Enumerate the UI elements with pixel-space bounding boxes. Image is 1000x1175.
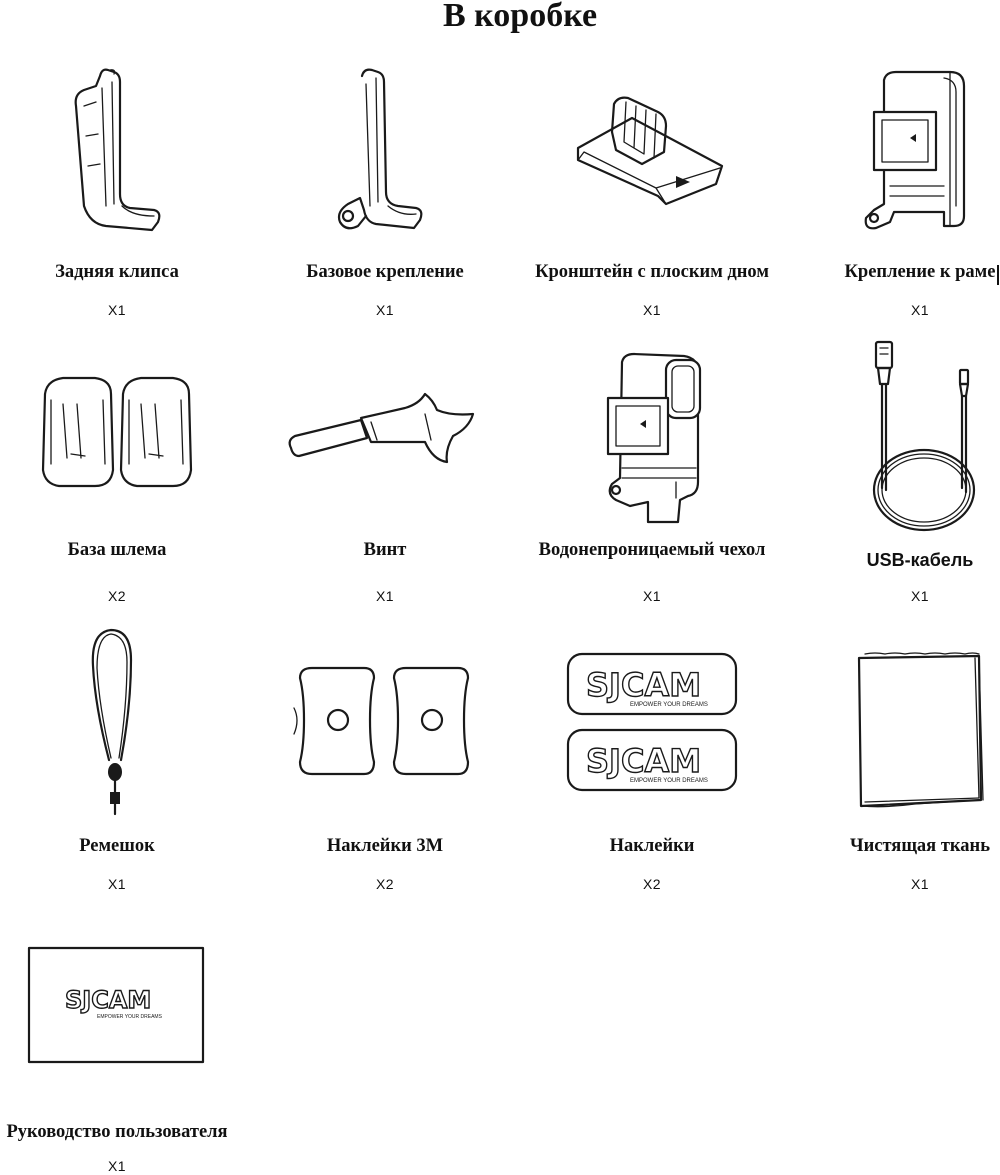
item-cleaning-cloth: Чистящая ткань X1	[785, 622, 1000, 892]
item-qty: X1	[107, 1158, 127, 1174]
back-clip-icon	[62, 66, 172, 236]
item-label: Наклейки 3M	[326, 836, 444, 856]
item-qty: X1	[910, 588, 930, 604]
item-flat-bracket: Кронштейн с плоским дном X1	[517, 62, 787, 322]
item-qty: X2	[375, 876, 395, 892]
item-label: Базовое крепление	[306, 262, 464, 282]
item-qty: X2	[107, 588, 127, 604]
manual-tagline: EMPOWER YOUR DREAMS	[97, 1014, 163, 1020]
item-qty: X1	[107, 302, 127, 318]
sticker-3m-icon	[290, 664, 480, 778]
screw-icon	[285, 390, 485, 470]
item-helmet-base: База шлема X2	[0, 350, 252, 610]
item-qty: X1	[642, 302, 662, 318]
item-label: Крепление к раме	[844, 262, 996, 282]
item-user-manual: SJCAM EMPOWER YOUR DREAMS Руководство по…	[0, 942, 252, 1174]
sticker-logo: SJCAM	[586, 666, 701, 704]
item-label: Кронштейн с плоским дном	[535, 262, 769, 282]
page-title: В коробке	[442, 0, 598, 34]
lanyard-icon	[87, 626, 147, 816]
item-qty: X1	[642, 588, 662, 604]
item-label: Водонепроницаемый чехол	[538, 540, 766, 560]
cleaning-cloth-icon	[855, 650, 985, 810]
item-qty: X1	[107, 876, 127, 892]
item-waterproof-case: Водонепроницаемый чехол X1	[517, 350, 787, 610]
user-manual-icon: SJCAM EMPOWER YOUR DREAMS	[27, 946, 207, 1066]
manual-logo: SJCAM	[65, 986, 151, 1014]
item-label: Чистящая ткань	[850, 836, 990, 856]
text-cursor	[997, 265, 999, 285]
item-qty: X1	[375, 302, 395, 318]
item-back-clip: Задняя клипса X1	[0, 62, 252, 322]
item-frame-mount: Крепление к раме X1	[785, 62, 1000, 322]
item-3m-stickers: Наклейки 3M X2	[250, 622, 520, 892]
item-stickers: SJCAM EMPOWER YOUR DREAMS SJCAM EMPOWER …	[517, 622, 787, 892]
item-qty: X2	[642, 876, 662, 892]
item-label: Винт	[363, 540, 407, 560]
waterproof-case-icon	[592, 352, 712, 524]
sticker-logo: SJCAM	[586, 742, 701, 780]
item-lanyard: Ремешок X1	[0, 622, 252, 892]
item-label: Задняя клипса	[55, 262, 179, 282]
frame-mount-icon	[860, 66, 980, 238]
item-qty: X1	[910, 302, 930, 318]
item-label: Руководство пользователя	[6, 1122, 228, 1142]
item-label: База шлема	[67, 540, 167, 560]
sticker-tagline: EMPOWER YOUR DREAMS	[630, 778, 708, 784]
item-base-mount: Базовое крепление X1	[250, 62, 520, 322]
item-label: Наклейки	[609, 836, 695, 856]
base-mount-icon	[330, 66, 440, 236]
item-screw: Винт X1	[250, 350, 520, 610]
item-usb-cable: USB-кабель X1	[785, 340, 1000, 610]
sjcam-sticker-icon: SJCAM EMPOWER YOUR DREAMS SJCAM EMPOWER …	[564, 652, 740, 794]
item-label: USB-кабель	[866, 550, 974, 570]
helmet-base-icon	[37, 374, 197, 490]
usb-cable-icon	[860, 340, 980, 536]
sticker-tagline: EMPOWER YOUR DREAMS	[630, 702, 708, 708]
item-label: Ремешок	[79, 836, 155, 856]
flat-bracket-icon	[572, 92, 732, 212]
item-qty: X1	[375, 588, 395, 604]
item-qty: X1	[910, 876, 930, 892]
